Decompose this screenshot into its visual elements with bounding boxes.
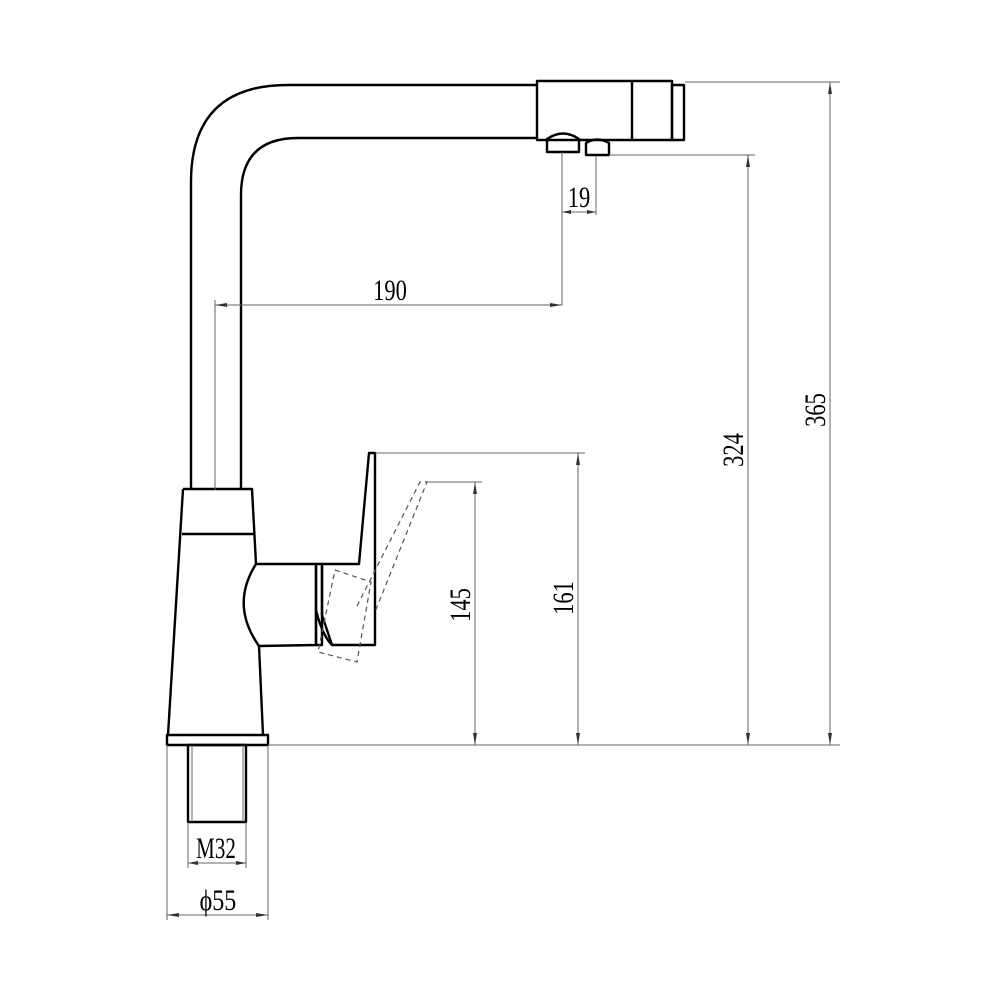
aerator-outlet-1 [545,132,581,154]
aerator-outlet-2 [584,138,611,157]
handle [242,451,377,648]
dim-label-145: 145 [443,588,477,622]
dim-label-161: 161 [546,581,580,615]
handle-open-position [317,481,428,663]
dim-label-base-diameter: ϕ55 [200,883,237,916]
dim-label-190: 190 [373,273,407,307]
base-plate [165,733,270,747]
faucet-body [165,487,270,824]
dim-label-365: 365 [798,393,832,427]
dim-label-thread: M32 [196,831,236,865]
dim-label-19: 19 [568,180,590,214]
spout [189,83,537,490]
dimension-lines [166,81,840,920]
dim-label-324: 324 [716,433,750,467]
threaded-shank [186,743,248,824]
spout-head [535,79,686,157]
